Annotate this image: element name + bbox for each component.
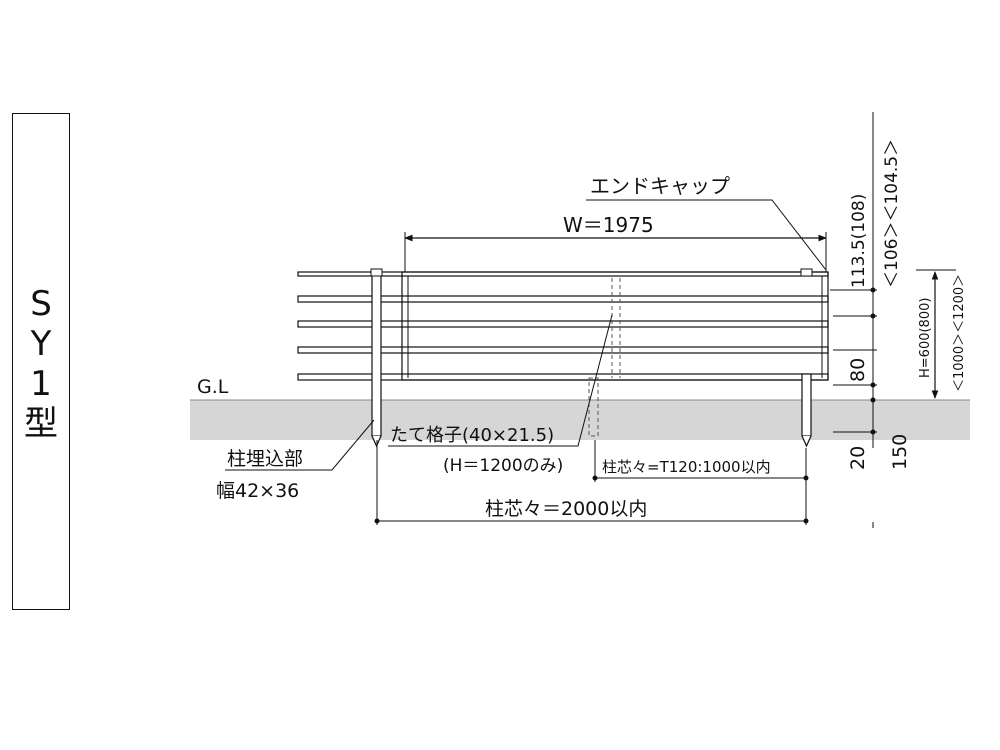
- dim-top-a: 113.5(108): [849, 194, 869, 288]
- lattice-label-1: たて格子(40×21.5): [390, 425, 554, 446]
- type-label-char: 型: [24, 404, 58, 444]
- type-label-char: 1: [30, 364, 52, 404]
- post-pitch-main: 柱芯々＝2000以内: [485, 498, 647, 520]
- post-pitch-t120: 柱芯々=T120:1000以内: [602, 458, 771, 476]
- dim-dot: [870, 397, 876, 403]
- width-label: W＝1975: [563, 213, 654, 237]
- type-label: S Y 1 型: [13, 284, 69, 444]
- ground-label: G.L: [197, 376, 229, 398]
- dim-dot: [592, 475, 598, 481]
- dim-dot: [870, 287, 876, 293]
- dim-20: 20: [847, 446, 869, 470]
- right-post: [801, 373, 812, 437]
- dim-80: 80: [847, 358, 869, 382]
- dim-dot: [870, 382, 876, 388]
- lattice-label-2: (H＝1200のみ): [443, 456, 563, 476]
- post-burial-label: 柱埋込部: [227, 448, 303, 470]
- lattice-post-dashed: [588, 278, 621, 437]
- dim-dot: [374, 518, 380, 524]
- left-post: [371, 273, 382, 437]
- dim-dot: [870, 429, 876, 435]
- end-cap-label: エンドキャップ: [590, 174, 730, 198]
- dim-150: 150: [889, 434, 911, 470]
- post-burial-leader: [225, 419, 375, 471]
- right-post-end: [801, 435, 812, 448]
- dim-dot: [870, 313, 876, 319]
- post-cap: [800, 268, 813, 277]
- post-cap: [370, 268, 383, 277]
- lattice-leader: [388, 314, 613, 447]
- dim-dot: [803, 518, 809, 524]
- end-cap-leader: [586, 199, 827, 271]
- type-label-box: S Y 1 型: [12, 113, 70, 610]
- ground-band: [190, 400, 970, 440]
- type-label-char: Y: [30, 324, 52, 364]
- dim-dot: [803, 475, 809, 481]
- dim-top-b: ＜106＞＜104.5＞: [882, 139, 902, 288]
- dim-height-a: H=600(800): [918, 298, 933, 378]
- fence-frame: [401, 271, 829, 381]
- type-label-char: S: [30, 284, 52, 324]
- post-burial-size: 幅42×36: [216, 480, 299, 502]
- dim-height-b: ＜1000＞＜1200＞: [952, 274, 967, 392]
